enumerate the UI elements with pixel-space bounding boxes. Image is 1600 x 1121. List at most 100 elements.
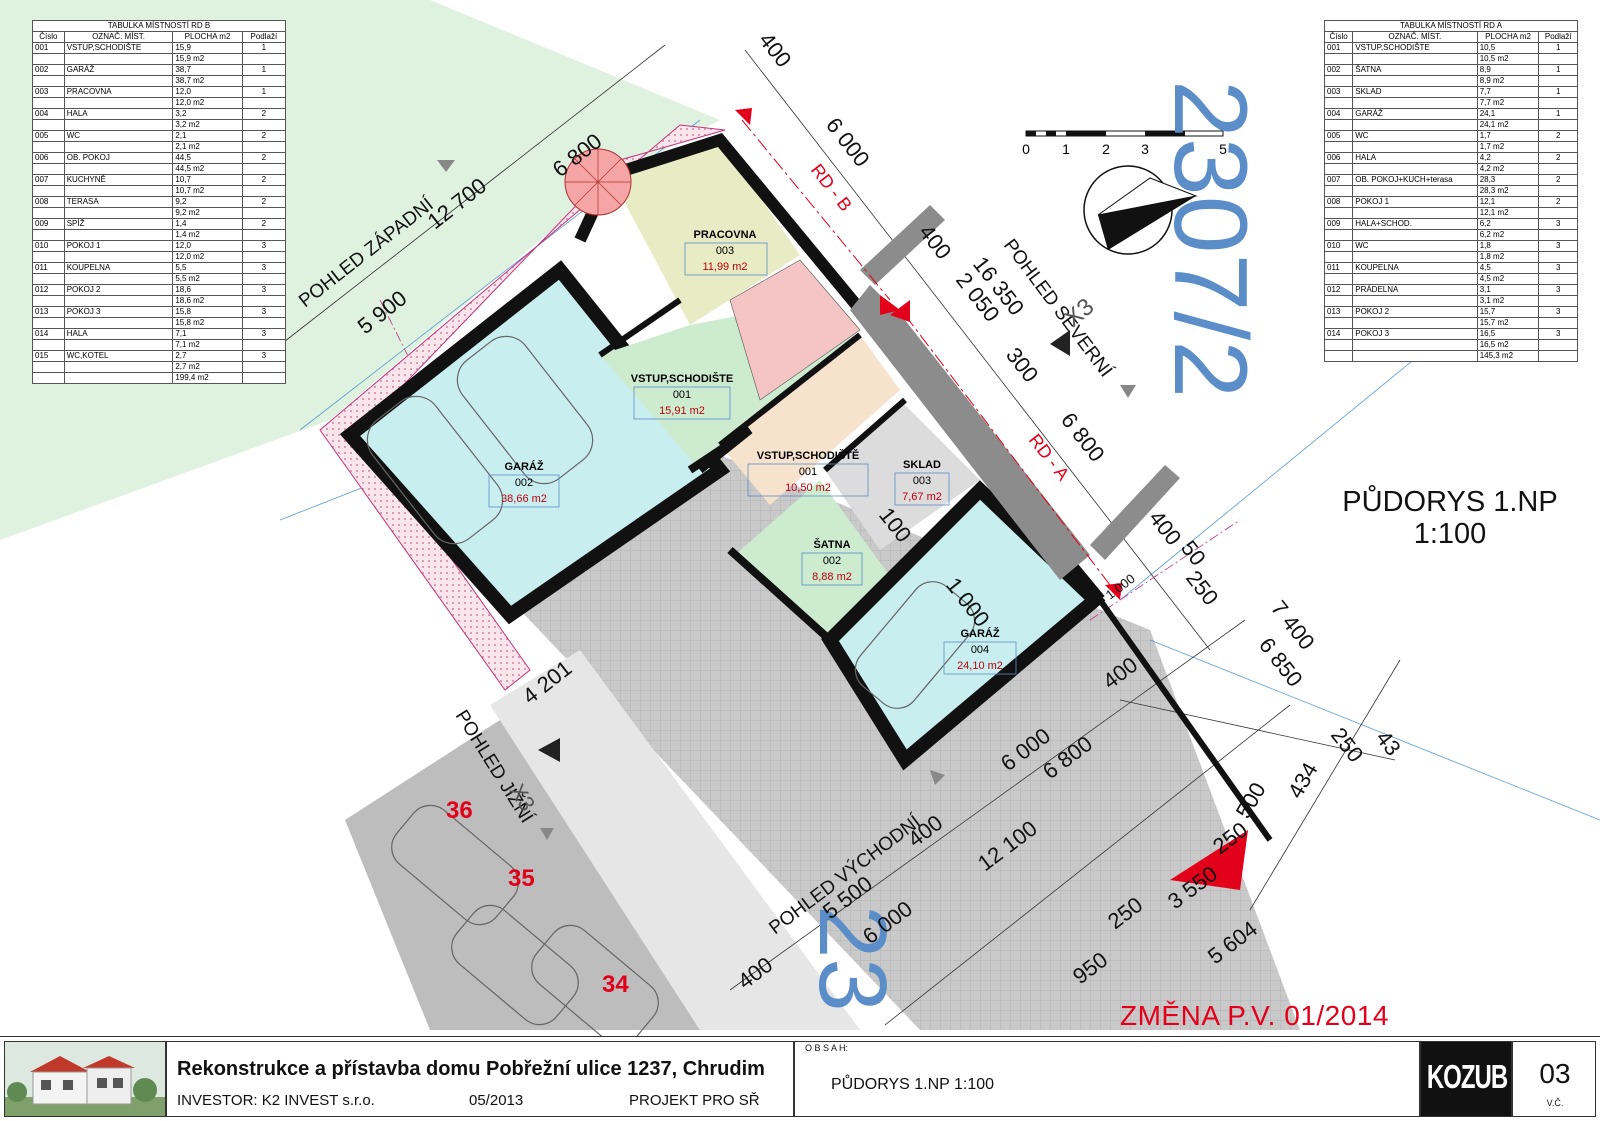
investor: INVESTOR: K2 INVEST s.r.o. <box>177 1092 375 1109</box>
table-row: 15,9 m2 <box>32 53 287 65</box>
view-arrow-severni <box>1050 330 1070 356</box>
table-row: 12,1 m2 <box>1323 207 1578 219</box>
room-area-m2-cell: 1,7 m2 <box>1476 141 1540 153</box>
table-row: 16,5 m2 <box>1323 339 1578 351</box>
table-title-row: TABULKA MÍSTNOSTÍ RD A <box>1324 20 1578 32</box>
sheet-number: 03 <box>1539 1058 1571 1089</box>
table-row: 9,2 m2 <box>32 207 287 219</box>
room-area-m2-cell: 18,6 m2 <box>172 295 243 307</box>
room-floor-cell: 2 <box>241 218 287 230</box>
project-info: Rekonstrukce a přístavba domu Pobřežní u… <box>166 1041 794 1117</box>
room-area-cell: 1,4 <box>172 218 243 230</box>
table-total-row: 145,3 m2 <box>1323 350 1578 362</box>
scale-tick: 0 <box>1022 141 1030 157</box>
room-name-cell: POKOJ 1 <box>1352 196 1478 208</box>
table-row: 1,8 m2 <box>1323 251 1578 263</box>
dimension-label: 434 <box>1283 758 1323 802</box>
dimension-label: 250 <box>1326 723 1368 767</box>
room-name-cell: PRÁDELNA <box>1352 284 1478 296</box>
room-area-m2-cell: 3,2 m2 <box>172 119 243 131</box>
project-phase: PROJEKT PRO SŘ <box>629 1092 760 1109</box>
room-name: GARÁŽ <box>960 627 999 640</box>
room-floor-cell: 3 <box>241 306 287 318</box>
room-area-cell: 2,7 <box>172 350 243 362</box>
room-name-cell: HALA+SCHOD. <box>1352 218 1478 230</box>
drawing-scale: 1:100 <box>1413 518 1487 550</box>
room-number: 002 <box>515 477 533 489</box>
building-photo-icon <box>5 1042 165 1116</box>
room-number-cell: 011 <box>1323 262 1354 274</box>
room-number-cell: 014 <box>32 328 65 340</box>
room-name-cell: GARÁŽ <box>63 64 174 76</box>
dimension-label: 6 800 <box>1056 408 1110 467</box>
title-block: Rekonstrukce a přístavba domu Pobřežní u… <box>0 1036 1600 1121</box>
room-number-cell: 004 <box>32 108 65 120</box>
room-number: 001 <box>799 466 817 478</box>
room-area-m2-cell: 3,1 m2 <box>1476 295 1540 307</box>
room-area-m2-cell: 28,3 m2 <box>1476 185 1540 197</box>
room-name-cell: KOUPELNA <box>63 262 174 274</box>
room-area-cell: 3,1 <box>1476 284 1540 296</box>
room-name-cell: SPÍŽ <box>63 218 174 230</box>
room-name-cell: WC <box>1352 130 1478 142</box>
room-satna <box>735 480 900 640</box>
room-area: 38,66 m2 <box>501 493 547 505</box>
drawing-title: PŮDORYS 1.NP 1:100 <box>1320 486 1580 550</box>
room-number-cell: 013 <box>1323 306 1354 318</box>
dimension-label: 6 000 <box>821 113 875 172</box>
scale-tick: 3 <box>1141 141 1149 157</box>
parking-number: 34 <box>602 971 629 998</box>
revision-note: ZMĚNA P.V. 01/2014 <box>1120 1000 1389 1031</box>
room-name: PRACOVNA <box>694 229 757 241</box>
table-row: 10,7 m2 <box>32 185 287 197</box>
room-area-cell: 15,8 <box>172 306 243 318</box>
table-row: 1,4 m2 <box>32 229 287 241</box>
room-name: GARÁŽ <box>504 460 543 473</box>
room-area-m2-cell: 15,7 m2 <box>1476 317 1540 329</box>
view-arrow-jizni <box>538 738 560 762</box>
room-number-cell: 006 <box>32 152 65 164</box>
north-arrow-icon <box>1083 165 1198 255</box>
room-area: 11,99 m2 <box>702 261 747 273</box>
table-row: 3,2 m2 <box>32 119 287 131</box>
room-number-cell: 001 <box>1323 42 1354 54</box>
room-area-cell: 7,1 <box>172 328 243 340</box>
room-floor-cell: 3 <box>1538 218 1578 230</box>
room-name-cell: POKOJ 3 <box>63 306 174 318</box>
room-area-m2-cell: 15,8 m2 <box>172 317 243 329</box>
room-name-cell: OB. POKOJ+KUCH+terasa <box>1352 174 1478 186</box>
room-number-cell: 001 <box>32 42 65 54</box>
room-name-cell: HALA <box>63 108 174 120</box>
room-number: 001 <box>673 389 691 401</box>
room-area-m2-cell: 12,1 m2 <box>1476 207 1540 219</box>
room-area-m2-cell: 1,4 m2 <box>172 229 243 241</box>
room-area-cell: 7,7 <box>1476 86 1540 98</box>
room-number-cell: 009 <box>32 218 65 230</box>
room-area-cell: 9,2 <box>172 196 243 208</box>
table-row: 4,2 m2 <box>1323 163 1578 175</box>
room-name-cell: POKOJ 1 <box>63 240 174 252</box>
room-area-m2-cell: 15,9 m2 <box>172 53 243 65</box>
room-area-cell: 1,8 <box>1476 240 1540 252</box>
table-row: 15,8 m2 <box>32 317 287 329</box>
driveway <box>490 650 860 1030</box>
room-floor-cell: 2 <box>1538 174 1578 186</box>
table-row: 2,1 m2 <box>32 141 287 153</box>
room-number-cell: 005 <box>32 130 65 142</box>
rd-a-label: RD - A <box>1025 430 1073 484</box>
stairs-b <box>729 259 861 401</box>
room-area: 15,91 m2 <box>659 405 705 417</box>
